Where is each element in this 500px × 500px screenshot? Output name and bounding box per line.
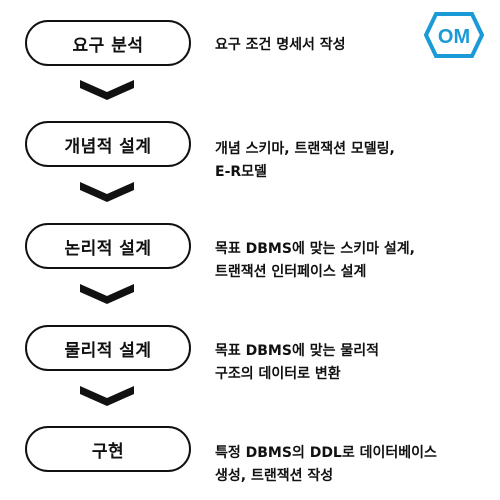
stage-conceptual-design: 개념적 설계	[25, 121, 191, 167]
stage-description: 목표 DBMS에 맞는 스키마 설계, 트랜잭션 인터페이스 설계	[215, 238, 485, 284]
logo-text: OM	[438, 26, 470, 48]
stage-label: 요구 분석	[72, 35, 144, 56]
om-logo: OM	[424, 12, 484, 58]
description-line: 목표 DBMS에 맞는 물리적	[215, 343, 379, 359]
description-line: 트랜잭션 인터페이스 설계	[215, 264, 367, 280]
stage-description: 특정 DBMS의 DDL로 데이터베이스 생성, 트랜잭션 작성	[215, 442, 485, 488]
description-line: 목표 DBMS에 맞는 스키마 설계,	[215, 241, 415, 257]
stage-label: 논리적 설계	[64, 238, 152, 259]
down-chevron-arrow	[80, 386, 134, 406]
description-line: 생성, 트랜잭션 작성	[215, 468, 334, 484]
stage-physical-design: 물리적 설계	[25, 325, 191, 371]
stage-description: 개념 스키마, 트랜잭션 모델링, E-R모델	[215, 138, 485, 184]
stage-label: 구현	[91, 441, 125, 462]
stage-logical-design: 논리적 설계	[25, 223, 191, 269]
stage-requirements-analysis: 요구 분석	[25, 20, 191, 66]
stage-implementation: 구현	[25, 426, 191, 472]
description-line: 개념 스키마, 트랜잭션 모델링,	[215, 141, 395, 157]
stage-description: 목표 DBMS에 맞는 물리적 구조의 데이터로 변환	[215, 340, 485, 386]
description-line: E-R모델	[215, 164, 267, 180]
stage-label: 물리적 설계	[64, 340, 152, 361]
stage-label: 개념적 설계	[64, 136, 152, 157]
stage-description: 요구 조건 명세서 작성	[215, 34, 485, 57]
description-line: 특정 DBMS의 DDL로 데이터베이스	[215, 445, 437, 461]
down-chevron-arrow	[80, 284, 134, 304]
down-chevron-arrow	[80, 80, 134, 100]
description-line: 요구 조건 명세서 작성	[215, 37, 346, 53]
down-chevron-arrow	[80, 182, 134, 202]
description-line: 구조의 데이터로 변환	[215, 366, 341, 382]
